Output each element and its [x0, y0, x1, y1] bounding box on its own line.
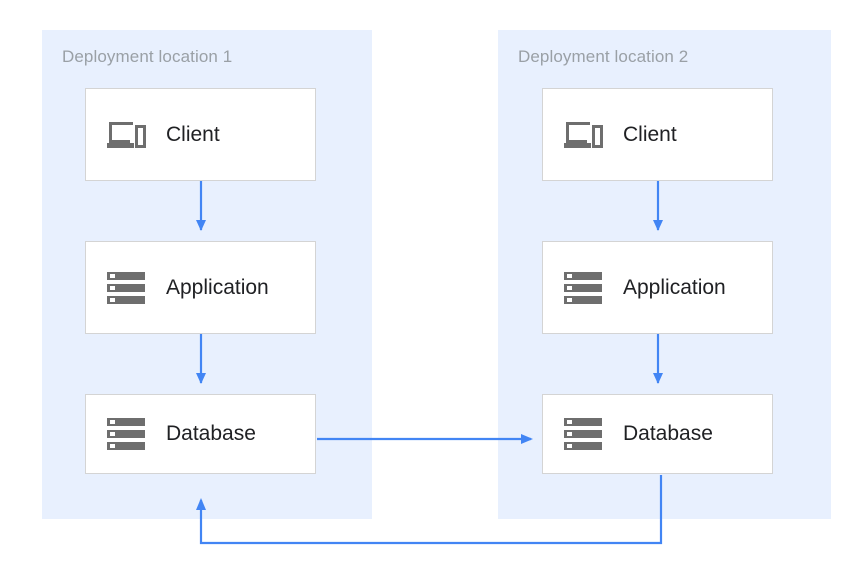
node-client-zone-1[interactable]: Client	[85, 88, 316, 181]
node-application-zone-2[interactable]: Application	[542, 241, 773, 334]
storage-icon	[561, 268, 607, 308]
zone-1-label: Deployment location 1	[62, 47, 233, 66]
node-database-zone-1[interactable]: Database	[85, 394, 316, 474]
storage-icon	[561, 414, 607, 454]
storage-icon	[104, 414, 150, 454]
zone-2-label: Deployment location 2	[518, 47, 689, 66]
node-label: Client	[623, 122, 677, 146]
devices-icon	[104, 115, 150, 155]
node-client-zone-2[interactable]: Client	[542, 88, 773, 181]
node-label: Database	[623, 422, 713, 445]
node-database-zone-2[interactable]: Database	[542, 394, 773, 474]
node-label: Application	[166, 275, 269, 299]
node-application-zone-1[interactable]: Application	[85, 241, 316, 334]
storage-icon	[104, 268, 150, 308]
node-label: Database	[166, 422, 256, 445]
node-label: Client	[166, 122, 220, 146]
devices-icon	[561, 115, 607, 155]
node-label: Application	[623, 275, 726, 299]
